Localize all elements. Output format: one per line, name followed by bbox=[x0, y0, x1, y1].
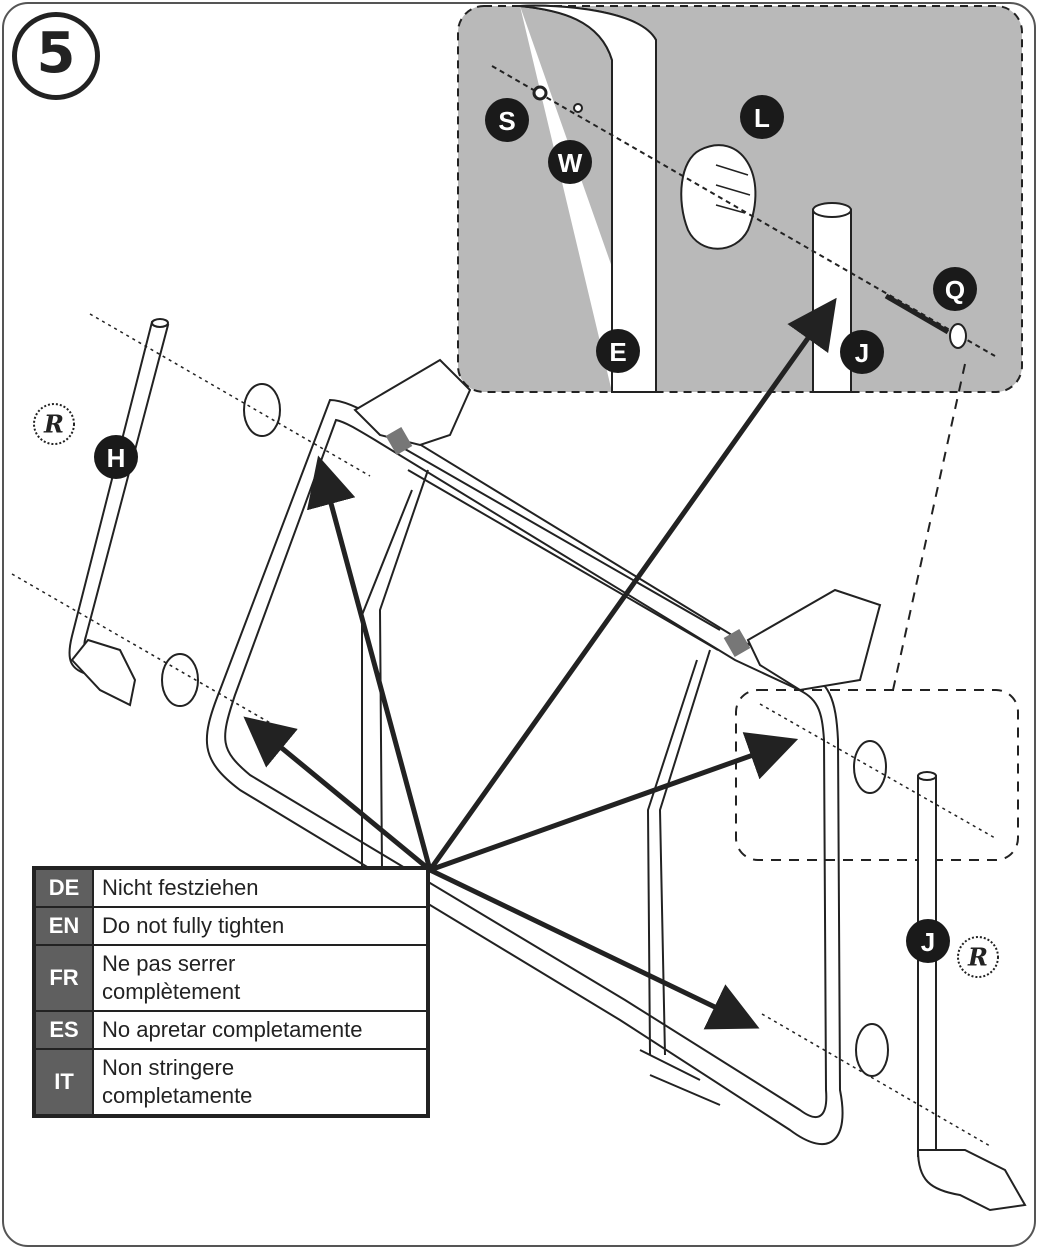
part-label-h: H bbox=[94, 435, 138, 479]
language-code: EN bbox=[36, 908, 94, 944]
legend-row: DE Nicht festziehen bbox=[36, 870, 426, 908]
bolt-guide-line bbox=[11, 313, 996, 1147]
legend-text: No apretar completamente bbox=[102, 1017, 363, 1042]
language-code: ES bbox=[36, 1012, 94, 1048]
legend-row: IT Non stringere completamente bbox=[36, 1050, 426, 1114]
svg-text:H: H bbox=[107, 443, 126, 473]
svg-text:Q: Q bbox=[945, 275, 965, 305]
part-label-j-inset: J bbox=[840, 330, 884, 374]
legend-text: Do not fully tighten bbox=[102, 913, 285, 938]
svg-text:R: R bbox=[967, 943, 988, 972]
legend-text: Non stringere completamente bbox=[102, 1055, 253, 1108]
legend-text: Ne pas serrer complètement bbox=[102, 951, 241, 1004]
language-code: IT bbox=[36, 1050, 94, 1114]
legend-row: EN Do not fully tighten bbox=[36, 908, 426, 946]
part-label-e: E bbox=[596, 329, 640, 373]
svg-text:E: E bbox=[609, 337, 626, 367]
svg-text:R: R bbox=[43, 410, 64, 439]
svg-text:S: S bbox=[498, 106, 515, 136]
legend-row: ES No apretar completamente bbox=[36, 1012, 426, 1050]
bracket bbox=[353, 358, 882, 692]
part-label-q: Q bbox=[933, 267, 977, 311]
language-code: DE bbox=[36, 870, 94, 906]
arrow bbox=[243, 297, 837, 1030]
legend-text: Nicht festziehen bbox=[102, 875, 259, 900]
detail-inset bbox=[457, 4, 1023, 393]
svg-text:J: J bbox=[921, 927, 935, 957]
right-side-marker: R bbox=[33, 403, 75, 445]
part-label-w: W bbox=[548, 140, 592, 184]
handle-h bbox=[68, 318, 170, 707]
language-code: FR bbox=[36, 946, 94, 1010]
part-label-j: J bbox=[906, 919, 950, 963]
handle-j bbox=[916, 771, 1027, 1212]
end-cap bbox=[161, 383, 889, 1077]
step-number: 5 bbox=[36, 21, 76, 86]
right-side-marker: R bbox=[957, 936, 999, 978]
legend-row: FR Ne pas serrer complètement bbox=[36, 946, 426, 1012]
tightening-note-table: DE Nicht festziehen EN Do not fully tigh… bbox=[32, 866, 430, 1118]
part-label-l: L bbox=[740, 95, 784, 139]
svg-text:W: W bbox=[558, 148, 583, 178]
part-label-s: S bbox=[485, 98, 529, 142]
svg-text:L: L bbox=[754, 103, 770, 133]
svg-text:J: J bbox=[855, 338, 869, 368]
step-number-badge: 5 bbox=[12, 12, 100, 100]
